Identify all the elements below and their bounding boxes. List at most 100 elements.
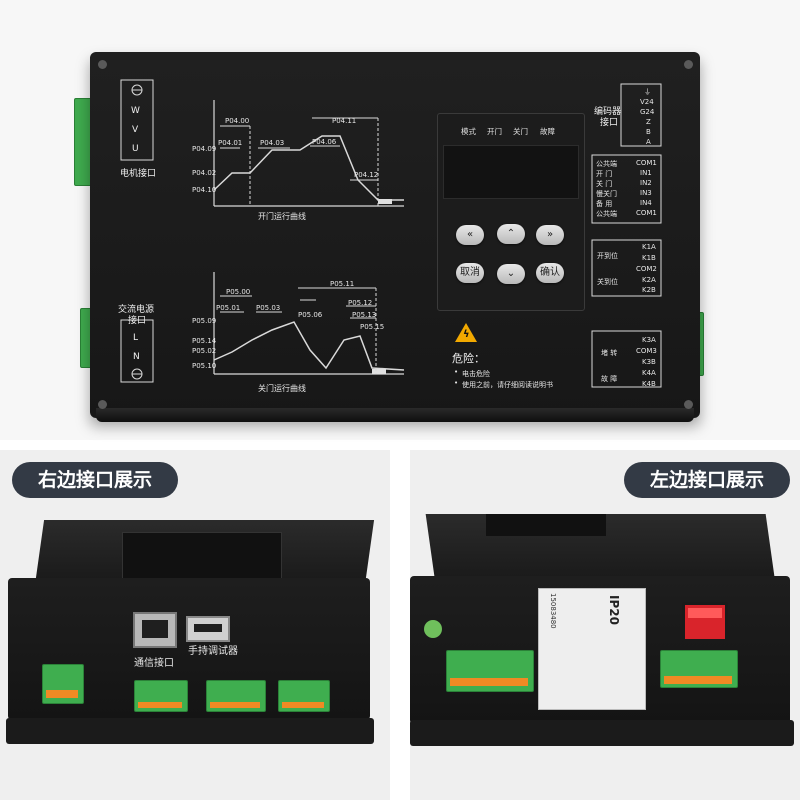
key-right-arrow[interactable]: » [536,225,564,245]
fault-pin-k4a: K4A [642,369,656,377]
param-p04-09: P04.09 [192,145,217,153]
relay-pin-k1a: K1A [642,243,656,251]
warning-title: 危险： [452,352,485,365]
encoder-pin-g24: G24 [640,108,655,116]
param-p05-06: P05.06 [298,311,323,319]
terminal-block-1 [42,664,84,704]
warning-bullet-2: • [454,379,459,387]
param-p04-10: P04.10 [192,186,217,194]
rating-plate-code: IP20 [607,595,621,625]
relay-pin-k2b: K2B [642,286,656,294]
io-pin-5: COM1 [636,209,657,217]
param-p04-06: P04.06 [312,138,337,146]
param-p05-12: P05.12 [348,299,373,307]
controller-body [90,52,700,418]
encoder-label-2: 接口 [600,118,619,128]
right-side-view: 右边接口展示 通信接口 手持调试器 [0,450,390,800]
screw-bottom-left [98,400,107,409]
terminal-block-2-tabs [138,702,182,708]
encoder-pin-a: A [646,138,651,146]
rating-plate: IP20 15083480 [538,588,646,710]
fault-pin-k3b: K3B [642,358,656,366]
io-pin-2: IN2 [640,179,652,187]
rating-plate-serial: 15083480 [549,593,557,629]
relay-open-label: 开到位 [597,252,618,260]
close-curve-diagram [213,272,405,375]
warning-icon [455,323,477,342]
param-p05-01: P05.01 [216,304,241,312]
warning-bullet-1: • [454,368,459,376]
close-curve-title: 关门运行曲线 [258,384,306,393]
io-pin-1: IN1 [640,169,652,177]
io-label-1: 开 门 [596,170,613,178]
warning-line-2: 使用之前，请仔细阅读说明书 [462,381,553,389]
device-base-flange [6,718,374,744]
motor-phase-v: V [132,125,139,135]
encoder-label: 编码器 [594,107,622,117]
ac-power-label: 交流电源 [118,305,155,315]
device-display-window-2 [486,514,606,536]
param-p04-02: P04.02 [192,169,217,177]
keypad-label-open: 开门 [487,127,502,136]
param-p05-15: P05.15 [360,323,385,331]
io-pin-3: IN3 [640,189,652,197]
left-side-view: 左边接口展示 IP20 15083480 [410,450,800,800]
param-p04-03: P04.03 [260,139,285,147]
fault-pin-com3: COM3 [636,347,657,355]
usb-port[interactable] [186,616,230,642]
ac-pin-n: N [133,352,140,362]
product-top-view: W V U 电机接口 交流电源 接口 L N P04.00 P04.01 P04… [74,52,704,422]
io-label-3: 慢关门 [596,190,617,198]
controller-side [96,408,694,422]
right-view-title: 右边接口展示 [12,462,178,498]
open-curve-title: 开门运行曲线 [258,212,306,221]
key-left-arrow[interactable]: « [456,225,484,245]
keypad-label-close: 关门 [513,127,528,136]
handheld-port-label: 手持调试器 [188,646,238,657]
device-base-flange-2 [410,720,794,746]
param-p05-13: P05.13 [352,311,377,319]
warning-line-1: 电击危险 [462,370,490,378]
io-label-2: 关 门 [596,180,613,188]
rj45-port[interactable] [133,612,177,648]
terminal-block-3-tabs [210,702,260,708]
keypad-label-mode: 模式 [461,127,476,136]
relay-pin-com2: COM2 [636,265,657,273]
io-pin-0: COM1 [636,159,657,167]
param-p04-00: P04.00 [225,117,250,125]
param-p04-12: P04.12 [354,171,379,179]
comm-port-label: 通信接口 [134,658,174,669]
param-p05-11: P05.11 [330,280,355,288]
relay-close-label: 关到位 [597,278,618,286]
terminal-block-1-tabs [46,690,78,698]
param-p05-03: P05.03 [256,304,281,312]
screw-bottom-right [684,400,693,409]
key-cancel[interactable]: 取消 [456,263,484,283]
fault-pin-k3a: K3A [642,336,656,344]
io-pin-4: IN4 [640,199,652,207]
key-confirm[interactable]: 确认 [536,263,564,283]
param-p05-02: P05.02 [192,347,217,355]
encoder-ground-icon: ⏚ [644,88,651,96]
param-p05-14: P05.14 [192,337,217,345]
device-display-window [122,532,282,580]
fault-label: 故 障 [601,375,618,383]
left-view-title: 左边接口展示 [624,462,790,498]
recycle-sticker [424,620,442,638]
fault-pin-k4b: K4B [642,380,656,388]
param-p05-09: P05.09 [192,317,217,325]
ac-pin-l: L [133,333,139,343]
key-up-arrow[interactable]: ⌃ [497,224,525,244]
screw-top-right [684,60,693,69]
param-p04-01: P04.01 [218,139,243,147]
encoder-pin-b: B [646,128,651,136]
param-p05-10: P05.10 [192,362,217,370]
key-down-arrow[interactable]: ⌄ [497,264,525,284]
relay-pin-k1b: K1B [642,254,656,262]
motor-port-label: 电机接口 [120,169,157,179]
screw-top-left [98,60,107,69]
power-rocker-switch[interactable] [682,602,728,642]
terminal-block-left-1-tabs [450,678,528,686]
encoder-pin-v24: V24 [640,98,654,106]
terminal-block-left-2-tabs [664,676,732,684]
